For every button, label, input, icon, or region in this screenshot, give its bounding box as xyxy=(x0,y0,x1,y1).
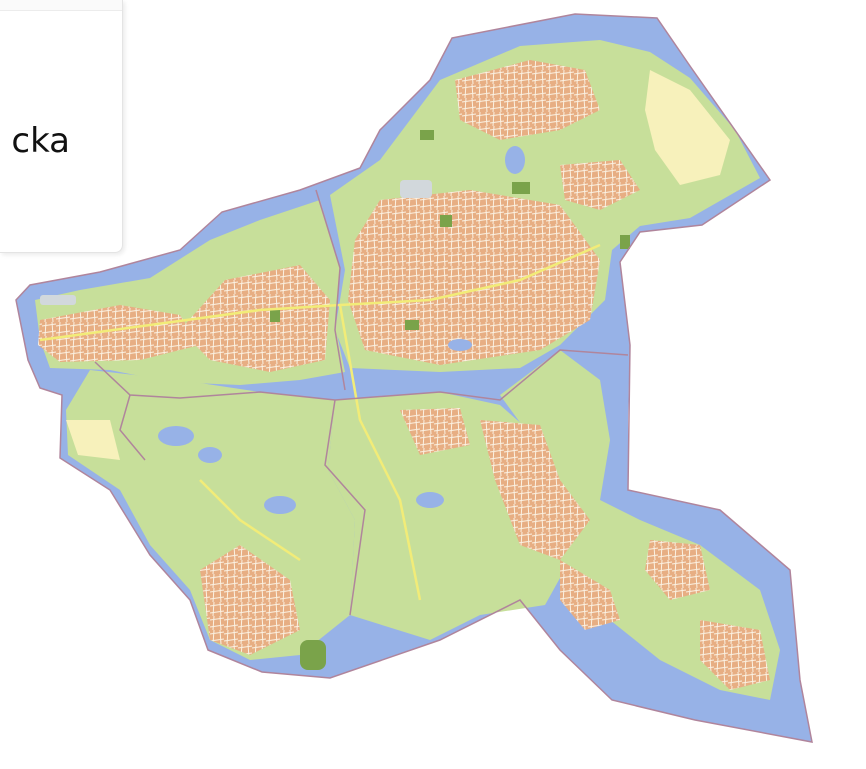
district-south-east[interactable] xyxy=(500,350,780,700)
district-label-text: cka xyxy=(11,121,70,161)
lakes xyxy=(158,146,525,514)
forest-areas xyxy=(270,130,630,670)
panel-header-strip xyxy=(0,0,122,11)
major-roads xyxy=(39,243,601,601)
district-label[interactable]: cka xyxy=(0,118,122,164)
district-boundaries xyxy=(15,13,813,743)
open-field xyxy=(645,70,730,185)
open-field xyxy=(66,420,120,460)
side-panel: cka xyxy=(0,0,123,253)
industrial-areas xyxy=(40,180,432,305)
residential-areas xyxy=(38,60,770,690)
